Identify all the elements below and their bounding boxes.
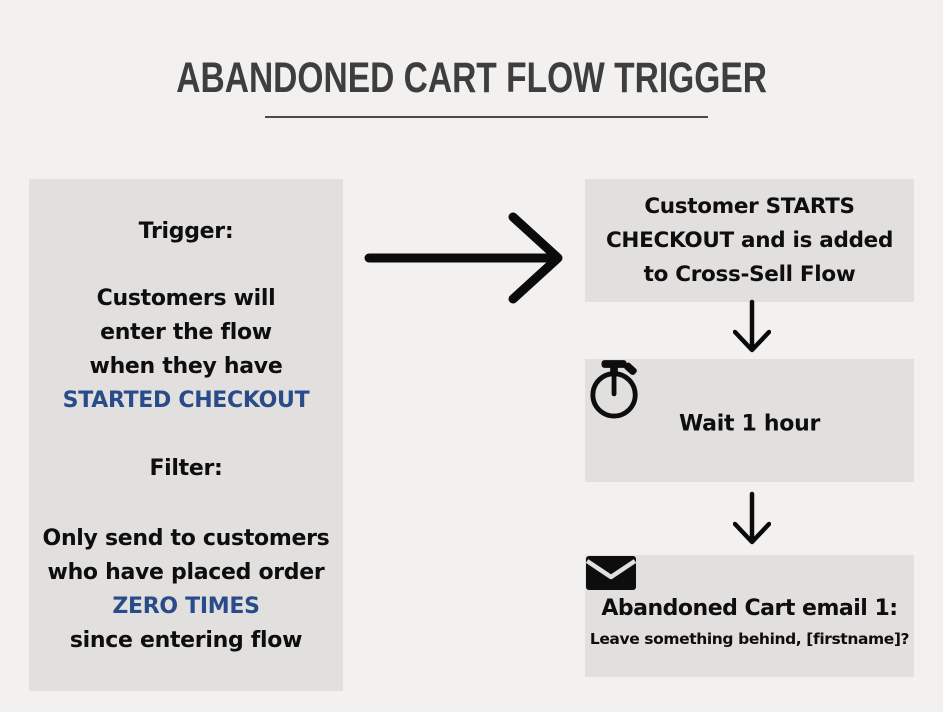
- email-title: Abandoned Cart email 1:: [601, 596, 898, 621]
- title-underline: [265, 116, 708, 118]
- trigger-line: enter the flow: [100, 320, 272, 345]
- zero-times-highlight: ZERO TIMES: [112, 594, 260, 619]
- step-starts-checkout-box: Customer STARTS CHECKOUT and is added to…: [585, 179, 914, 302]
- main-right-arrow: [360, 210, 565, 307]
- filter-line: since entering flow: [69, 628, 303, 653]
- filter-line: who have placed order: [47, 560, 325, 585]
- stopwatch-icon: [589, 360, 641, 422]
- trigger-filter-box: Trigger: Customers will enter the flow w…: [29, 179, 343, 691]
- filter-heading: Filter:: [149, 456, 223, 481]
- started-checkout-highlight: STARTED CHECKOUT: [62, 388, 310, 413]
- wait-label: Wait 1 hour: [679, 411, 820, 436]
- step1-line: to Cross-Sell Flow: [643, 261, 856, 287]
- down-arrow-1: [733, 299, 771, 354]
- page-title: ABANDONED CART FLOW TRIGGER: [0, 54, 943, 103]
- step-email-box: Abandoned Cart email 1: Leave something …: [585, 555, 914, 677]
- down-arrow-icon: [733, 491, 771, 545]
- email-subtitle: Leave something behind, [firstname]?: [589, 630, 910, 648]
- down-arrow-icon: [733, 299, 771, 353]
- envelope-icon: [586, 556, 636, 590]
- trigger-heading: Trigger:: [138, 219, 234, 244]
- step-wait-box: Wait 1 hour: [585, 359, 914, 482]
- step1-line: Customer STARTS: [644, 193, 855, 219]
- filter-line: Only send to customers: [42, 526, 330, 551]
- down-arrow-2: [733, 491, 771, 546]
- trigger-line: Customers will: [96, 286, 276, 311]
- right-arrow-icon: [364, 212, 563, 304]
- step1-line: CHECKOUT and is added: [605, 227, 894, 253]
- trigger-line: when they have: [89, 354, 283, 379]
- page-title-text: ABANDONED CART FLOW TRIGGER: [176, 54, 767, 102]
